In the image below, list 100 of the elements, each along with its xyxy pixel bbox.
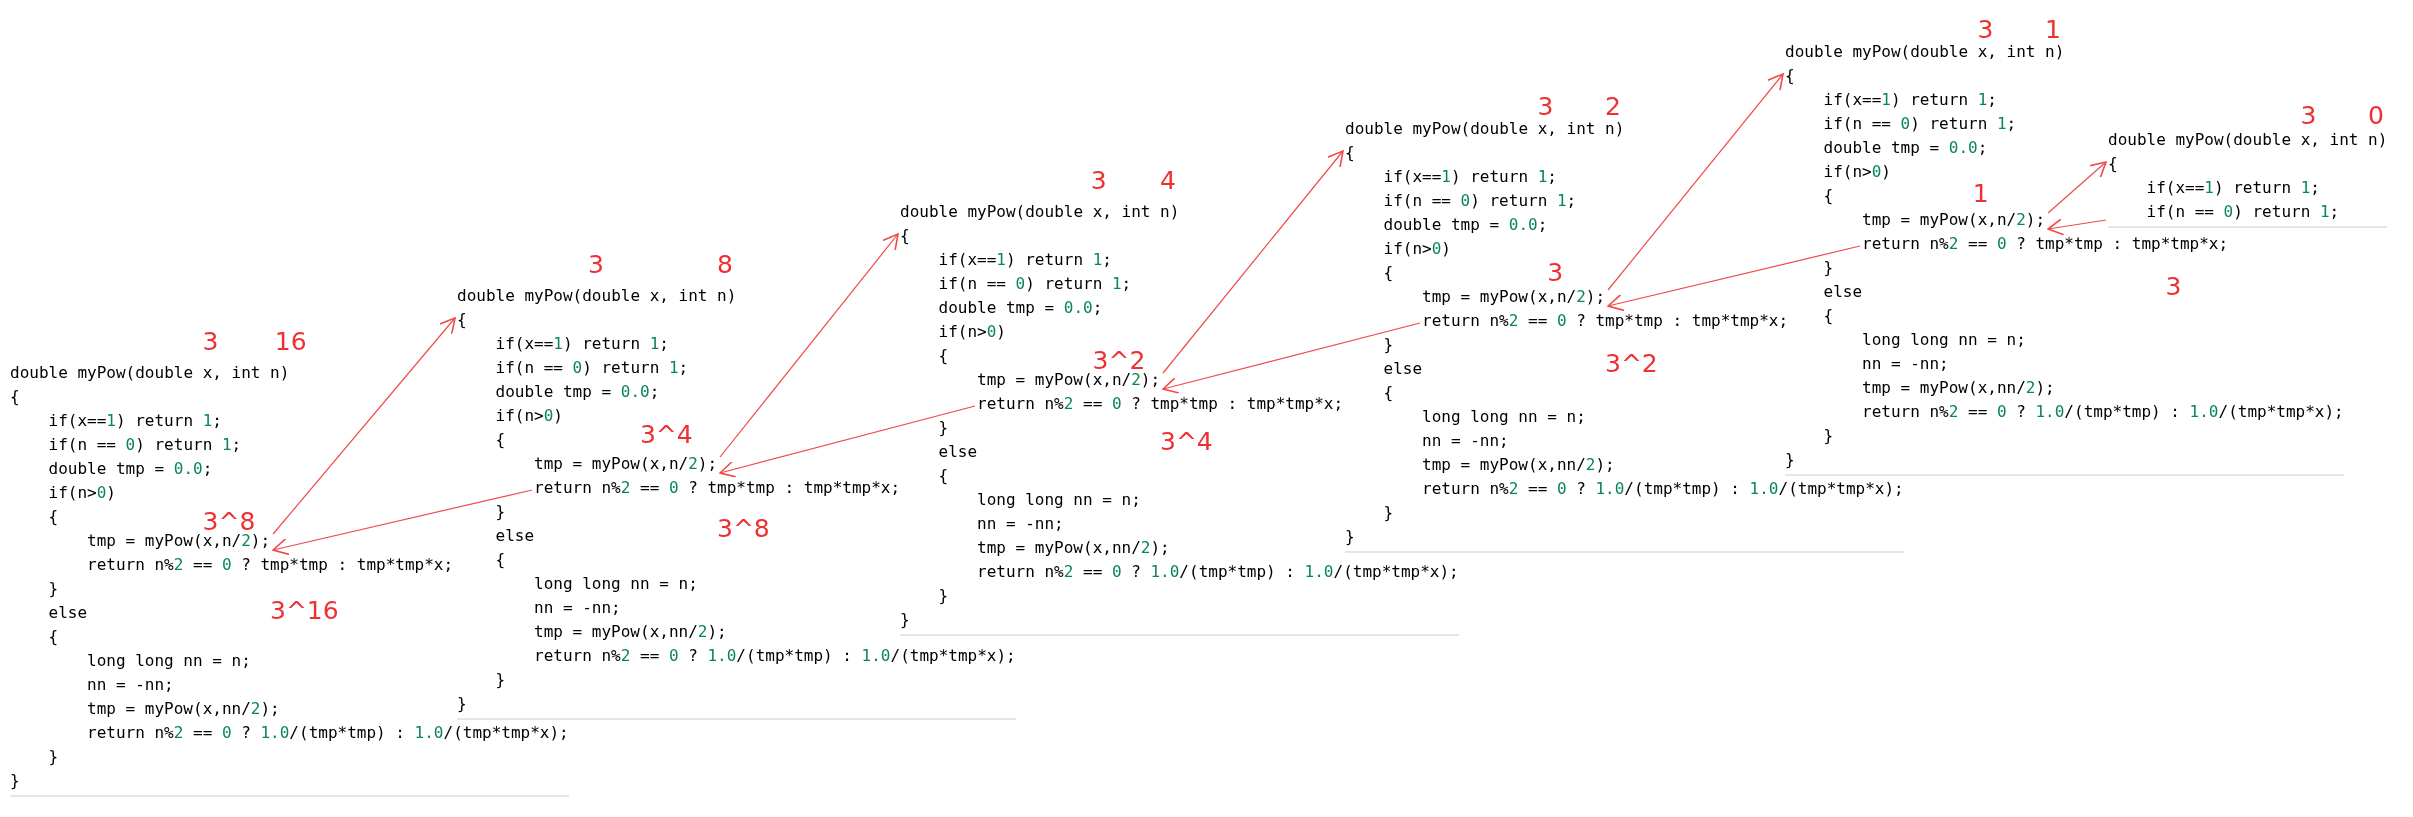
code-line: { — [2108, 153, 2118, 175]
annotation: 1 — [1972, 179, 1989, 208]
code-line: else — [48, 602, 88, 624]
annotation: 0 — [2368, 102, 2384, 130]
code-line: { — [48, 626, 59, 648]
code-line: { — [938, 465, 949, 487]
arrow — [2047, 218, 2107, 236]
code-line: long long nn = n; — [534, 573, 698, 595]
arrow — [272, 317, 456, 535]
code-line: { — [495, 549, 506, 571]
code-line: return n%2 == 0 ? tmp*tmp : tmp*tmp*x; — [977, 392, 1344, 416]
code-line: } — [48, 578, 59, 600]
code-line: return n%2 == 0 ? tmp*tmp : tmp*tmp*x; — [534, 476, 901, 500]
code-line: return n%2 == 0 ? 1.0/(tmp*tmp) : 1.0/(tmp*tmp*x); — [977, 561, 1459, 583]
code-line: if(n>0) — [1823, 161, 1891, 183]
code-line: else — [1823, 281, 1863, 303]
code-line: tmp = myPow(x,n/2); — [87, 529, 271, 553]
code-line: tmp = myPow(x,n/2); — [534, 452, 718, 476]
annotation: 3^2 — [1605, 350, 1658, 379]
code-line: } — [1823, 425, 1834, 447]
code-line: } — [48, 746, 59, 768]
code-line: } — [938, 417, 949, 439]
code-line: return n%2 == 0 ? tmp*tmp : tmp*tmp*x; — [1862, 232, 2229, 256]
code-line: else — [1383, 358, 1423, 380]
code-line: { — [495, 429, 506, 451]
code-line: tmp = myPow(x,nn/2); — [87, 698, 280, 720]
code-line: } — [1383, 502, 1394, 524]
arrow — [719, 405, 976, 478]
code-line: double tmp = 0.0; — [1383, 214, 1548, 236]
code-line: return n%2 == 0 ? 1.0/(tmp*tmp) : 1.0/(tmp*tmp*x); — [534, 645, 1016, 667]
annotation: 3 — [2300, 102, 2317, 130]
code-line: { — [1383, 382, 1394, 404]
arrow — [2047, 161, 2107, 214]
code-line: if(n>0) — [938, 321, 1006, 343]
annotation: 3 — [1547, 259, 1564, 287]
code-line: nn = -nn; — [1862, 353, 1949, 375]
code-line: nn = -nn; — [534, 597, 621, 619]
code-line: { — [10, 386, 20, 408]
code-line: long long nn = n; — [1422, 406, 1586, 428]
annotation: 8 — [717, 250, 733, 279]
code-line: } — [1785, 449, 1795, 471]
code-line: if(n == 0) return 1; — [495, 357, 689, 379]
arrow — [1607, 245, 1861, 312]
function-signature: double myPow(double x, int n) — [2108, 129, 2388, 151]
arrow — [1162, 150, 1344, 374]
code-line: { — [1383, 262, 1394, 284]
annotation: 3 — [1090, 166, 1107, 195]
code-line: { — [1823, 185, 1834, 207]
code-line: if(n == 0) return 1; — [48, 434, 242, 456]
code-line: if(n>0) — [1383, 238, 1451, 260]
code-line: } — [938, 585, 949, 607]
code-line: } — [1383, 334, 1394, 356]
annotation: 3^8 — [717, 514, 770, 543]
code-line: else — [938, 441, 978, 463]
code-line: { — [900, 225, 910, 247]
function-signature: double myPow(double x, int n) — [457, 285, 737, 307]
annotation: 3^4 — [1160, 428, 1213, 457]
code-line: nn = -nn; — [977, 513, 1064, 535]
code-line: if(x==1) return 1; — [48, 410, 222, 432]
code-line: { — [1785, 65, 1795, 87]
code-line: tmp = myPow(x,n/2); — [1422, 285, 1606, 309]
code-line: { — [48, 506, 59, 528]
code-line: { — [457, 309, 467, 331]
code-line: if(x==1) return 1; — [1383, 166, 1557, 188]
annotation: 3 — [587, 250, 604, 279]
code-line: } — [1823, 257, 1834, 279]
code-line: return n%2 == 0 ? tmp*tmp : tmp*tmp*x; — [1422, 309, 1789, 333]
code-line: double tmp = 0.0; — [48, 458, 213, 480]
code-line: tmp = myPow(x,nn/2); — [977, 537, 1170, 559]
code-line: double tmp = 0.0; — [938, 297, 1103, 319]
code-line: double tmp = 0.0; — [1823, 137, 1988, 159]
code-line: if(n>0) — [495, 405, 563, 427]
code-line: if(n == 0) return 1; — [938, 273, 1132, 295]
function-signature: double myPow(double x, int n) — [10, 362, 290, 384]
code-line: } — [900, 609, 910, 631]
annotation: 3 — [2165, 273, 2182, 302]
annotation: 3^16 — [270, 596, 339, 625]
code-line: { — [1345, 142, 1355, 164]
code-line: tmp = myPow(x,n/2); — [977, 368, 1161, 392]
arrow — [272, 489, 533, 556]
arrow — [1607, 73, 1784, 291]
code-line: double tmp = 0.0; — [495, 381, 660, 403]
code-line: } — [495, 501, 506, 523]
code-line: } — [495, 669, 506, 691]
code-line: tmp = myPow(x,nn/2); — [534, 621, 727, 643]
code-line: if(x==1) return 1; — [495, 333, 669, 355]
code-line: return n%2 == 0 ? tmp*tmp : tmp*tmp*x; — [87, 554, 454, 576]
code-line: if(x==1) return 1; — [2146, 177, 2320, 199]
annotation: 3 — [202, 327, 219, 356]
code-line: return n%2 == 0 ? 1.0/(tmp*tmp) : 1.0/(tmp*tmp*x); — [1422, 478, 1904, 500]
code-line: else — [495, 525, 535, 547]
code-line: nn = -nn; — [1422, 430, 1509, 452]
code-line: if(n == 0) return 1; — [1383, 190, 1577, 212]
code-line: } — [457, 693, 467, 715]
code-line: tmp = myPow(x,n/2); — [1862, 208, 2046, 232]
function-signature: double myPow(double x, int n) — [900, 201, 1180, 223]
code-line: long long nn = n; — [1862, 329, 2026, 351]
code-line: if(x==1) return 1; — [1823, 89, 1997, 111]
code-line: } — [10, 770, 20, 792]
code-line: if(n == 0) return 1; — [2146, 201, 2340, 223]
